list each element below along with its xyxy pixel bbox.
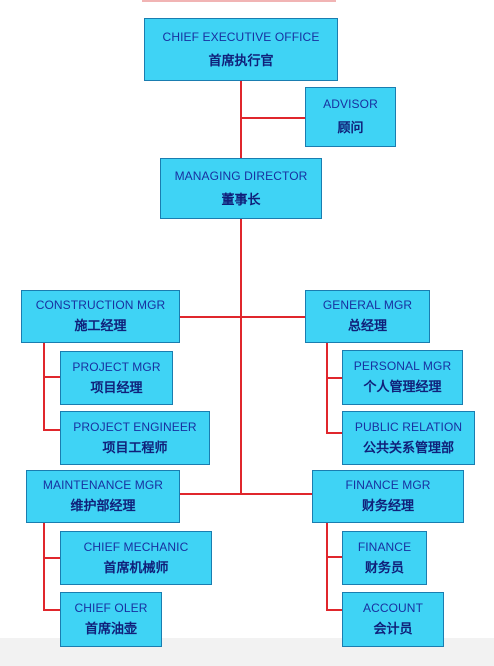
- ceo-title-zh: 首席执行官: [208, 53, 274, 69]
- project-eng-title-en: PROJECT ENGINEER: [73, 419, 197, 434]
- general-mgr-box: GENERAL MGR 总经理: [305, 290, 430, 343]
- public-rel-title-zh: 公共关系管理部: [362, 440, 454, 456]
- personal-mgr-box: PERSONAL MGR 个人管理经理: [342, 350, 463, 405]
- finance-title-en: FINANCE: [357, 539, 412, 554]
- general-title-zh: 总经理: [347, 319, 387, 334]
- personal-mgr-title-zh: 个人管理经理: [363, 380, 442, 395]
- connector-line: [326, 523, 342, 611]
- construction-title-zh: 施工经理: [74, 319, 127, 334]
- project-mgr-box: PROJECT MGR 项目经理: [60, 351, 173, 405]
- connector-line: [326, 343, 342, 434]
- chief-oiler-title-en: CHIEF OLER: [74, 601, 148, 615]
- personal-mgr-title-en: PERSONAL MGR: [353, 359, 452, 373]
- finance-mgr-title-en: FINANCE MGR: [345, 478, 431, 492]
- finance-title-zh: 财务员: [364, 560, 404, 576]
- ceo-title-en: CHIEF EXECUTIVE OFFICE: [162, 29, 320, 44]
- cropped-box-edge: [142, 0, 336, 2]
- finance-mgr-title-zh: 财务经理: [361, 499, 414, 514]
- chief-mech-title-en: CHIEF MECHANIC: [83, 539, 189, 554]
- chief-oiler-box: CHIEF OLER 首席油壶: [60, 592, 162, 647]
- finance-mgr-box: FINANCE MGR 财务经理: [312, 470, 464, 523]
- construction-title-en: CONSTRUCTION MGR: [35, 298, 166, 312]
- maintenance-title-zh: 维护部经理: [70, 499, 136, 514]
- project-engineer-box: PROJECT ENGINEER 项目工程师: [60, 411, 210, 465]
- account-box: ACCOUNT 会计员: [342, 592, 444, 647]
- project-mgr-title-zh: 项目经理: [90, 380, 143, 396]
- advisor-box: ADVISOR 顾问: [305, 87, 396, 147]
- chief-mech-title-zh: 首席机械师: [103, 560, 169, 576]
- managing-director-box: MANAGING DIRECTOR 董事长: [160, 158, 322, 219]
- project-mgr-title-en: PROJECT MGR: [72, 359, 161, 374]
- connector-line: [43, 343, 60, 431]
- md-title-zh: 董事长: [221, 192, 261, 208]
- advisor-title-zh: 顾问: [337, 121, 364, 136]
- project-eng-title-zh: 项目工程师: [102, 440, 168, 456]
- general-title-en: GENERAL MGR: [322, 298, 413, 312]
- account-title-zh: 会计员: [373, 622, 413, 637]
- account-title-en: ACCOUNT: [362, 601, 424, 615]
- public-rel-title-en: PUBLIC RELATION: [354, 419, 463, 434]
- md-title-en: MANAGING DIRECTOR: [174, 168, 308, 183]
- chief-mechanic-box: CHIEF MECHANIC 首席机械师: [60, 531, 212, 585]
- connector-line: [43, 523, 60, 611]
- finance-box: FINANCE 财务员: [342, 531, 427, 585]
- chief-oiler-title-zh: 首席油壶: [84, 622, 137, 637]
- maintenance-title-en: MAINTENANCE MGR: [42, 478, 164, 492]
- advisor-title-en: ADVISOR: [323, 97, 378, 111]
- maintenance-mgr-box: MAINTENANCE MGR 维护部经理: [26, 470, 180, 523]
- construction-mgr-box: CONSTRUCTION MGR 施工经理: [21, 290, 180, 343]
- ceo-box: CHIEF EXECUTIVE OFFICE 首席执行官: [144, 18, 338, 81]
- public-relation-box: PUBLIC RELATION 公共关系管理部: [342, 411, 475, 465]
